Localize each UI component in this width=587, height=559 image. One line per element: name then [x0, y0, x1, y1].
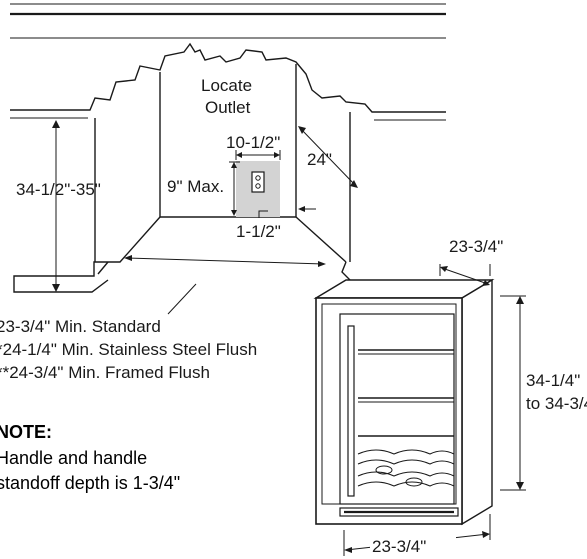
outlet-offset-label: 1-1/2" — [236, 222, 281, 241]
unit-width-label: 23-3/4" — [372, 537, 426, 556]
counter-height-label: 34-1/2"-35" — [16, 180, 101, 199]
note-line-2: standoff depth is 1-3/4" — [0, 473, 180, 493]
outlet-label-line2: Outlet — [205, 98, 251, 117]
outlet-width-label: 10-1/2" — [226, 133, 280, 152]
cutout-width-label-2: *24-1/4" Min. Stainless Steel Flush — [0, 340, 257, 359]
cutout-width-label-3: **24-3/4" Min. Framed Flush — [0, 363, 210, 382]
cabinet-opening-outline — [10, 42, 446, 293]
outlet-height-label: 9" Max. — [167, 177, 224, 196]
cutout-width-dimension — [124, 255, 326, 315]
note-title: NOTE: — [0, 422, 52, 442]
counter-height-dimension — [52, 120, 60, 292]
unit-depth-dimension — [439, 264, 491, 286]
outlet-dimensions — [229, 150, 316, 218]
note-line-1: Handle and handle — [0, 448, 147, 468]
depth-dimension — [298, 126, 358, 188]
unit-depth-label: 23-3/4" — [449, 237, 503, 256]
unit-height-label-2: to 34-3/4" — [526, 394, 587, 413]
cabinet-depth-label: 24" — [307, 150, 332, 169]
unit-height-dimension — [500, 295, 526, 491]
countertop-lines — [10, 3, 446, 39]
unit-height-label-1: 34-1/4" — [526, 371, 580, 390]
wine-cooler — [313, 278, 495, 526]
cutout-width-label-1: 23-3/4" Min. Standard — [0, 317, 161, 336]
outlet-box — [236, 161, 280, 217]
outlet-label-line1: Locate — [201, 76, 252, 95]
